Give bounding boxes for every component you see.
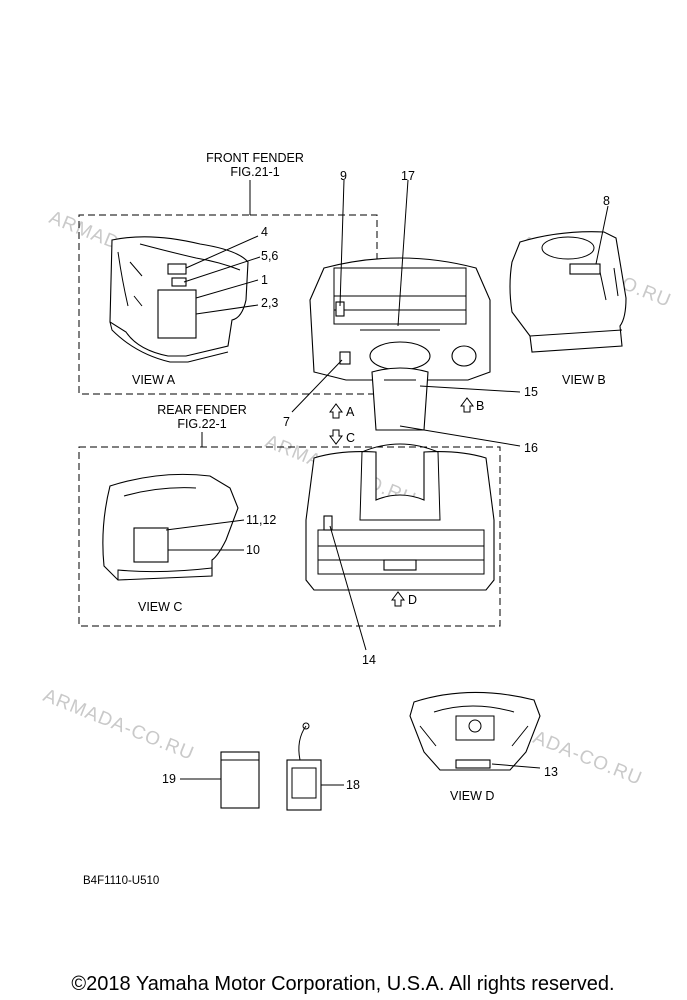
svg-text:B: B [476, 399, 484, 413]
arrow-a: A [329, 403, 355, 419]
callout-13: 13 [544, 765, 558, 779]
atv-top-view [305, 257, 495, 591]
view-a-boundary [78, 214, 378, 395]
callout-16: 16 [524, 441, 538, 455]
view-a-label-4 [167, 263, 187, 275]
svg-text:D: D [408, 593, 417, 607]
view-b-caption: VIEW B [562, 373, 606, 387]
item-19-booklet [220, 751, 260, 809]
callout-10: 10 [246, 543, 260, 557]
view-d-label-13 [455, 759, 491, 769]
arrow-c: C [329, 429, 355, 445]
callout-17: 17 [401, 169, 415, 183]
front-fender-label: FRONT FENDER [206, 151, 304, 165]
callout-19: 19 [162, 772, 176, 786]
view-d-rear [409, 691, 541, 771]
svg-text:C: C [346, 431, 355, 445]
rear-fender-label: REAR FENDER [157, 403, 247, 417]
view-a-caption: VIEW A [132, 373, 176, 387]
view-d-caption: VIEW D [450, 789, 494, 803]
arrow-b: B [460, 397, 484, 413]
front-fender-fig: FIG.21-1 [230, 165, 279, 179]
view-c-label-10 [133, 527, 169, 563]
view-a-label-5-6 [171, 277, 187, 287]
callout-15: 15 [524, 385, 538, 399]
item-18-hang-tag [286, 722, 322, 811]
view-c-caption: VIEW C [138, 600, 182, 614]
callout-2-3: 2,3 [261, 296, 278, 310]
view-c-boundary [78, 446, 501, 627]
callout-11-12: 11,12 [246, 513, 276, 527]
callout-4: 4 [261, 225, 268, 239]
callout-14: 14 [362, 653, 376, 667]
callout-5-6: 5,6 [261, 249, 278, 263]
view-b-label-8 [569, 263, 601, 275]
view-b-fender [509, 231, 627, 353]
view-a-fender [109, 236, 249, 363]
label-14 [323, 515, 333, 531]
watermark: ARMADA-CO.RU [40, 685, 197, 765]
label-7 [339, 351, 351, 365]
diagram-code: B4F1110-U510 [83, 875, 159, 887]
callout-8: 8 [603, 194, 610, 208]
callout-7: 7 [283, 415, 290, 429]
view-c-fender [102, 473, 239, 581]
callout-1: 1 [261, 273, 268, 287]
callout-9: 9 [340, 169, 347, 183]
rear-fender-fig: FIG.22-1 [177, 417, 226, 431]
copyright: ©2018 Yamaha Motor Corporation, U.S.A. A… [71, 973, 614, 995]
arrow-d: D [391, 591, 417, 607]
callout-18: 18 [346, 778, 360, 792]
svg-text:A: A [346, 405, 355, 419]
view-a-label-1 [157, 289, 197, 339]
